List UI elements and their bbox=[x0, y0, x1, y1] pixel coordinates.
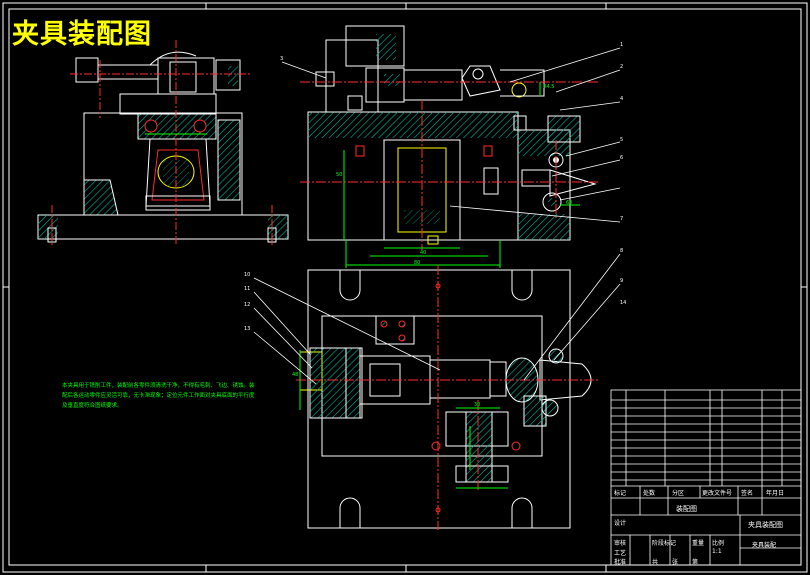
part-balloon: 14 bbox=[620, 300, 627, 306]
part-balloon: 5 bbox=[620, 137, 624, 143]
title-block-field: 阶段标记 bbox=[652, 540, 677, 547]
title-block-field: 比例 bbox=[712, 540, 725, 547]
dimension-label: 50 bbox=[336, 172, 343, 178]
title-block-field: 共 bbox=[652, 559, 659, 566]
part-balloon: 13 bbox=[244, 326, 251, 332]
part-balloon: 2 bbox=[620, 64, 624, 70]
title-block-field: 标记 bbox=[614, 490, 627, 497]
dimension-label: 48 bbox=[292, 372, 299, 378]
part-balloon: 8 bbox=[620, 248, 624, 254]
technical-requirements-note: 本夹具用于铣削工件，装配前各零件须清洗干净，不得有毛刺、飞边、锈蚀。装配后各运动… bbox=[62, 383, 255, 409]
front-section-view bbox=[281, 25, 621, 268]
title-block-field: 签名 bbox=[741, 490, 754, 497]
part-balloon: 7 bbox=[620, 216, 624, 222]
title-block-field: 批准 bbox=[614, 559, 627, 566]
title-block-field: 工艺 bbox=[614, 550, 627, 557]
sheet-label: 装配图 bbox=[676, 505, 697, 513]
title-block-field: 更改文件号 bbox=[702, 490, 733, 497]
title-block-grid bbox=[610, 389, 802, 566]
title-block-field: 分区 bbox=[672, 490, 685, 497]
title-block-field: 处数 bbox=[643, 490, 656, 497]
part-balloon: 10 bbox=[244, 272, 251, 278]
part-name: 夹具装配 bbox=[752, 542, 777, 549]
part-balloon: 11 bbox=[244, 286, 251, 292]
drawing-name: 夹具装配图 bbox=[748, 521, 783, 529]
plan-view bbox=[253, 253, 621, 530]
title-block-field: 第 bbox=[692, 559, 699, 566]
title-block-field: 重量 bbox=[692, 540, 705, 547]
dimension-label: 80 bbox=[414, 260, 421, 266]
left-end-view bbox=[37, 40, 289, 245]
title-block-field: 设计 bbox=[614, 520, 627, 527]
title-block-field: 审核 bbox=[614, 540, 627, 547]
title-block-field: 张 bbox=[672, 559, 679, 566]
part-balloon: 1 bbox=[620, 42, 624, 48]
dimension-label: 40 bbox=[420, 250, 427, 256]
part-balloon: 4 bbox=[620, 96, 624, 102]
dimension-label: 30 bbox=[474, 402, 481, 408]
dimension-label: 60 bbox=[566, 200, 573, 206]
part-balloon: 9 bbox=[620, 278, 624, 284]
part-balloon: 3 bbox=[280, 56, 284, 62]
scale-value: 1:1 bbox=[712, 548, 722, 555]
part-balloon: 6 bbox=[620, 155, 624, 161]
part-balloon: 12 bbox=[244, 302, 251, 308]
dimension-label: R4.5 bbox=[543, 84, 555, 90]
drawing-title: 夹具装配图 bbox=[12, 19, 152, 50]
title-block-field: 年月日 bbox=[766, 490, 785, 497]
